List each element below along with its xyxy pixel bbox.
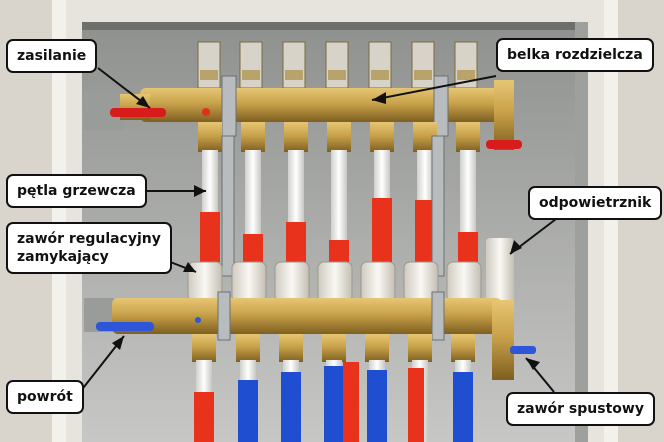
label-shutoff-valve: zawór regulacyjny zamykający <box>6 222 172 274</box>
label-shutoff-valve-line2: zamykający <box>17 249 109 265</box>
blue-red-insulation <box>194 362 473 442</box>
label-return: powrót <box>6 380 84 414</box>
label-shutoff-valve-line1: zawór regulacyjny <box>17 231 161 247</box>
callout-arrowheads <box>112 92 540 370</box>
drain-column <box>492 300 514 380</box>
air-vent <box>486 238 514 302</box>
valve-caps <box>187 261 482 303</box>
return-valve-handle <box>96 322 154 331</box>
label-air-vent: odpowietrznik <box>528 186 663 220</box>
top-fittings <box>198 122 480 152</box>
bottom-fittings <box>192 334 475 362</box>
air-vent-top <box>494 80 514 150</box>
label-heating-loop: pętla grzewcza <box>6 174 147 208</box>
drain-valve-handle <box>510 346 536 354</box>
bottom-manifold-bar <box>112 298 502 334</box>
label-drain-valve: zawór spustowy <box>506 392 655 426</box>
label-manifold-bar: belka rozdzielcza <box>496 38 654 72</box>
label-supply: zasilanie <box>6 39 98 73</box>
red-insulation <box>200 198 478 262</box>
supply-valve-handle <box>110 108 166 117</box>
